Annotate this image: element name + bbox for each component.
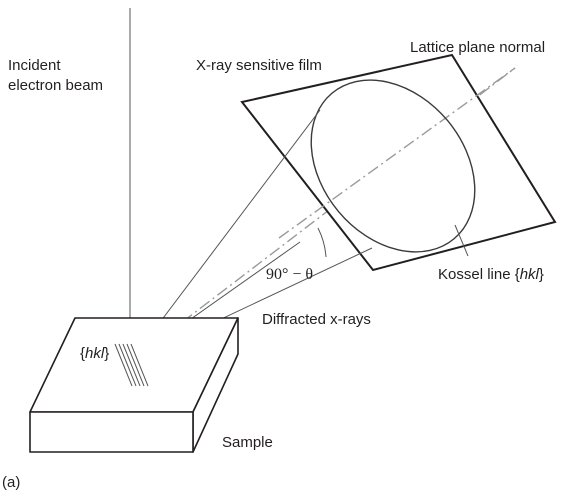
plane-label-prefix: { [80,345,85,362]
xray-film [240,53,557,272]
plane-label-hkl: hkl [85,345,105,362]
plane-label-suffix: } [104,345,109,362]
angle-label: 90° − θ [266,266,313,283]
kossel-leader-line [454,224,469,257]
normal-label: Lattice plane normal [410,39,545,56]
kossel-label-hkl: hkl [520,266,540,283]
lattice-plane-normal-over-film [278,67,516,239]
incident-beam-label-line2: electron beam [8,77,103,94]
plane-label: {hkl} [80,345,109,362]
lattice-plane-hatch [114,343,149,387]
incident-beam-label-line1: Incident [8,57,61,74]
kossel-label: Kossel line {hkl} [438,266,544,283]
kossel-label-suffix: } [539,266,544,283]
kossel-ellipse [310,79,476,253]
film-label: X-ray sensitive film [196,57,322,74]
kossel-label-prefix: Kossel line { [438,266,520,283]
angle-arc [317,227,327,258]
sample-front-face [29,411,194,453]
panel-label: (a) [2,474,20,491]
sample-label: Sample [222,434,273,451]
diffracted-label: Diffracted x-rays [262,311,371,328]
